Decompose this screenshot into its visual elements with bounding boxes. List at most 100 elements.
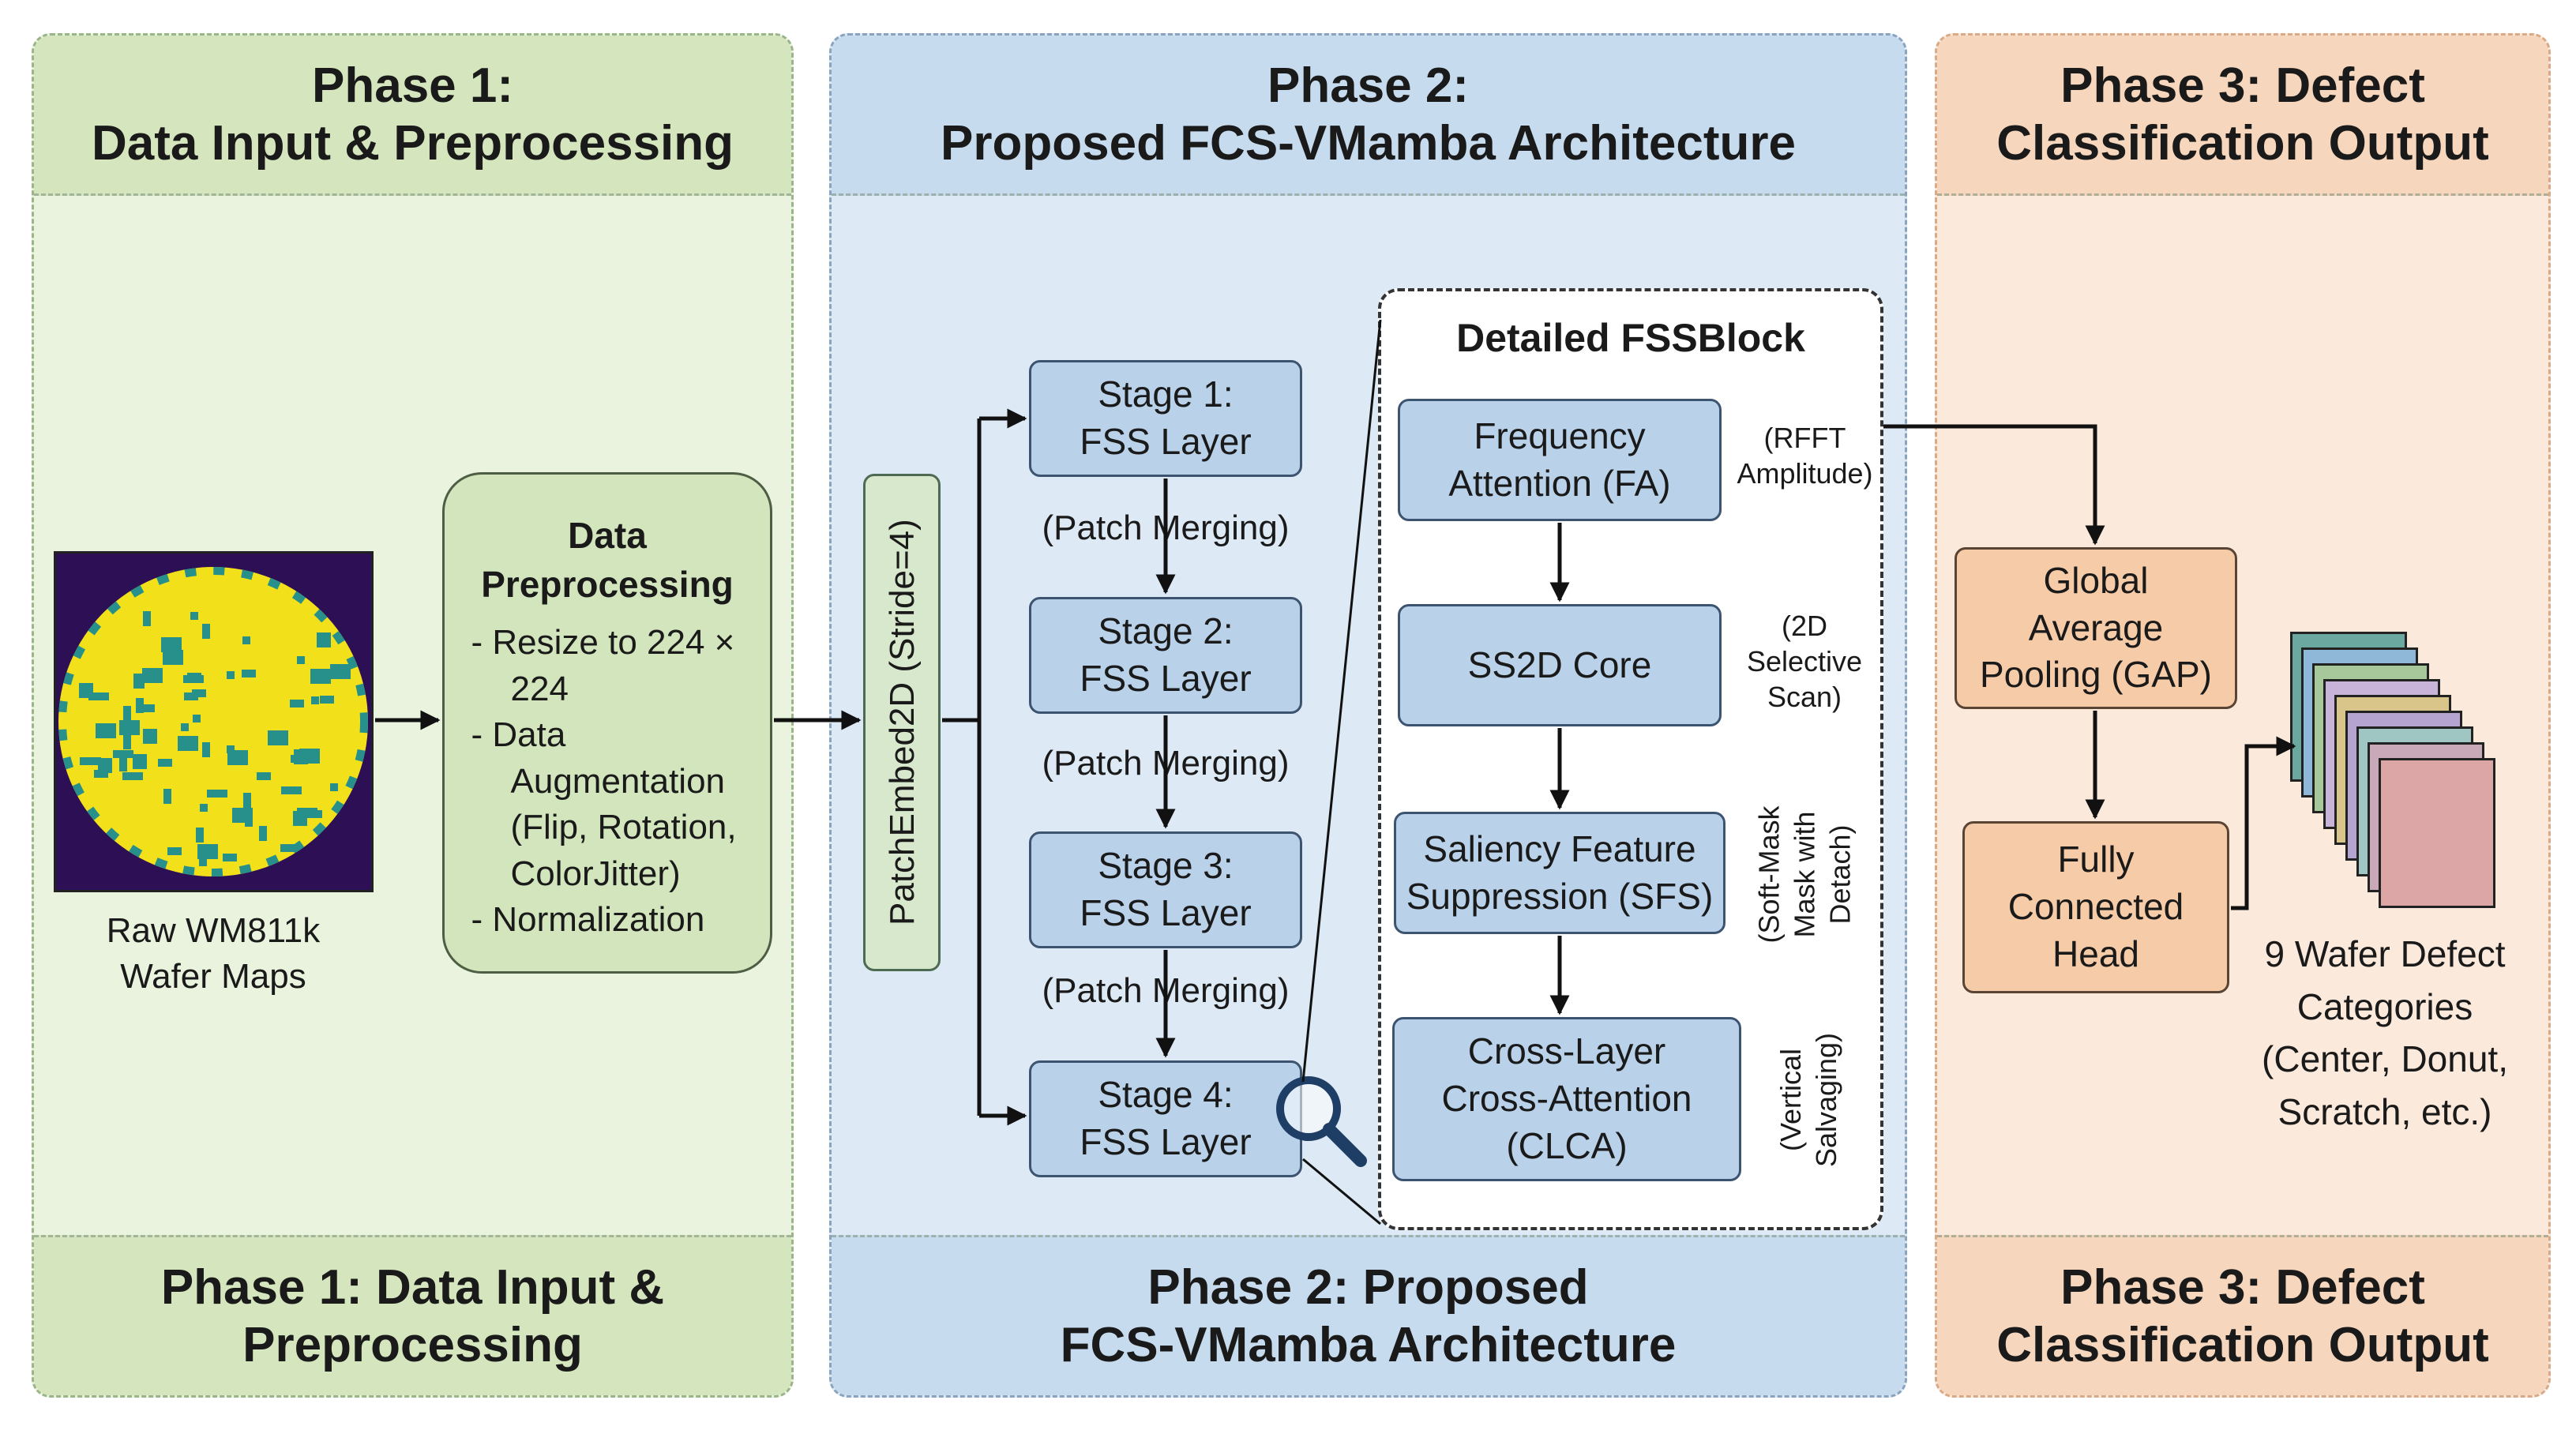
- wafer-defect-spot: [202, 624, 210, 639]
- stage-1-box: Stage 1: FSS Layer: [1029, 360, 1302, 477]
- note-rfft: (RFFT Amplitude): [1737, 422, 1873, 490]
- defect-categories-label: 9 Wafer Defect Categories (Center, Donut…: [2262, 933, 2508, 1133]
- data-preprocessing-box: Data Preprocessing - Resize to 224 × 224…: [442, 472, 772, 974]
- frequency-attention-box: Frequency Attention (FA): [1398, 399, 1722, 521]
- category-card: [2379, 758, 2495, 908]
- wafer-defect-spot: [227, 671, 235, 679]
- wafer-die-area: [58, 567, 368, 876]
- wafer-defect-spot: [96, 723, 116, 738]
- wafer-defect-spot: [163, 650, 183, 665]
- wafer-defect-spot: [88, 692, 109, 700]
- patch-embed-box: PatchEmbed2D (Stride=4): [863, 474, 941, 971]
- phase3-header: Phase 3: Defect Classification Output: [1937, 36, 2548, 196]
- phase2-footer: Phase 2: Proposed FCS-VMamba Architectur…: [832, 1235, 1905, 1395]
- wafer-defect-spot: [197, 844, 218, 859]
- wafer-defect-spot: [181, 723, 189, 731]
- phase2-header: Phase 2: Proposed FCS-VMamba Architectur…: [832, 36, 1905, 196]
- wafer-defect-spot: [280, 844, 295, 852]
- wafer-defect-spot: [143, 729, 157, 744]
- wafer-defect-spot: [119, 756, 127, 771]
- wafer-defect-spot: [192, 689, 206, 697]
- wafer-defect-spot: [158, 759, 172, 767]
- wafer-defect-spot: [183, 675, 204, 683]
- cross-layer-cross-attention-box: Cross-Layer Cross-Attention (CLCA): [1392, 1017, 1741, 1181]
- wafer-defect-spot: [178, 736, 198, 751]
- saliency-feature-suppression-box: Saliency Feature Suppression (SFS): [1394, 812, 1725, 934]
- global-average-pooling-box: Global Average Pooling (GAP): [1955, 547, 2237, 709]
- wafer-defect-spot: [330, 783, 338, 791]
- zoom-line-bottom: [1302, 1158, 1381, 1225]
- wafer-defect-spot: [123, 734, 131, 749]
- wafer-defect-spot: [141, 704, 155, 712]
- wafer-defect-spot: [268, 730, 288, 745]
- wafer-defect-spot: [223, 854, 237, 861]
- wafer-defect-spot: [257, 772, 271, 780]
- wafer-defect-spot: [202, 742, 210, 757]
- phase1-header: Phase 1: Data Input & Preprocessing: [34, 36, 791, 196]
- stage-2-box: Stage 2: FSS Layer: [1029, 597, 1302, 714]
- wafer-defect-spot: [136, 698, 144, 713]
- phase2-panel: Phase 2: Proposed FCS-VMamba Architectur…: [829, 33, 1907, 1398]
- wafer-defect-spot: [294, 749, 308, 764]
- arrow-fss-to-gap: [1883, 424, 2105, 546]
- wafer-defect-spot: [320, 696, 334, 704]
- note-selective-scan: (2D Selective Scan): [1746, 610, 1863, 713]
- wafer-defect-spot: [123, 706, 131, 721]
- wafer-defect-spot: [190, 612, 198, 620]
- wafer-defect-spot: [94, 770, 108, 778]
- wafer-defect-spot: [113, 750, 133, 758]
- stage-3-box: Stage 3: FSS Layer: [1029, 831, 1302, 948]
- wafer-defect-spot: [207, 790, 227, 798]
- preprocessing-title: Data Preprocessing: [481, 515, 734, 606]
- preprocessing-steps: - Resize to 224 × 224 - Data Augmentatio…: [471, 620, 744, 944]
- wafer-defect-spot: [227, 750, 248, 765]
- wafer-defect-spot: [227, 745, 235, 753]
- wafer-defect-spot: [142, 668, 163, 683]
- magnifier-icon: [1276, 1076, 1367, 1167]
- wafer-defect-spot: [200, 804, 208, 812]
- wafer-defect-spot: [199, 858, 207, 866]
- defect-category-cards: [2290, 632, 2527, 916]
- wafer-defect-spot: [79, 683, 93, 698]
- wafer-defect-spot: [245, 819, 253, 827]
- wafer-defect-spot: [311, 696, 319, 704]
- wafer-defect-spot: [98, 758, 112, 773]
- wafer-map-graphic: [58, 567, 368, 876]
- wafer-defect-spot: [133, 754, 147, 769]
- fssblock-title: Detailed FSSBlock: [1456, 316, 1805, 360]
- wafer-defect-spot: [317, 632, 331, 647]
- wafer-defect-spot: [143, 611, 151, 626]
- stage-4-box: Stage 4: FSS Layer: [1029, 1060, 1302, 1177]
- wafer-defect-spot: [297, 656, 305, 664]
- ss2d-core-box: SS2D Core: [1398, 604, 1722, 726]
- wafer-defect-spot: [193, 715, 201, 723]
- fully-connected-head-box: Fully Connected Head: [1962, 821, 2229, 993]
- phase3-panel: Phase 3: Defect Classification Output Ph…: [1935, 33, 2551, 1398]
- step-resize: - Resize to 224 × 224: [471, 623, 735, 708]
- wafer-defect-spot: [242, 670, 256, 677]
- step-normalization: - Normalization: [471, 900, 705, 940]
- zoom-line-top: [1301, 319, 1382, 1083]
- phase1-footer: Phase 1: Data Input & Preprocessing: [34, 1235, 791, 1395]
- wafer-defect-spot: [242, 636, 250, 644]
- raw-wafer-label: Raw WM811k Wafer Maps: [106, 911, 321, 996]
- wafer-edge-ring: [58, 567, 368, 876]
- wafer-map-image: [54, 551, 374, 892]
- wafer-defect-spot: [80, 757, 100, 765]
- wafer-defect-spot: [243, 793, 251, 808]
- wafer-defect-spot: [310, 669, 331, 684]
- wafer-defect-spot: [281, 786, 302, 794]
- wafer-defect-spot: [293, 811, 307, 826]
- step-augmentation: - Data Augmentation (Flip, Rotation, Col…: [471, 715, 737, 893]
- wafer-defect-spot: [290, 700, 304, 707]
- wafer-defect-spot: [119, 720, 140, 735]
- wafer-defect-spot: [167, 847, 182, 855]
- wafer-defect-spot: [133, 674, 141, 689]
- arrow-fc-to-categories: [2231, 736, 2296, 910]
- wafer-defect-spot: [330, 664, 351, 679]
- wafer-defect-spot: [122, 772, 143, 780]
- phase3-footer: Phase 3: Defect Classification Output: [1937, 1235, 2548, 1395]
- wafer-defect-spot: [184, 692, 198, 700]
- wafer-defect-spot: [196, 828, 204, 843]
